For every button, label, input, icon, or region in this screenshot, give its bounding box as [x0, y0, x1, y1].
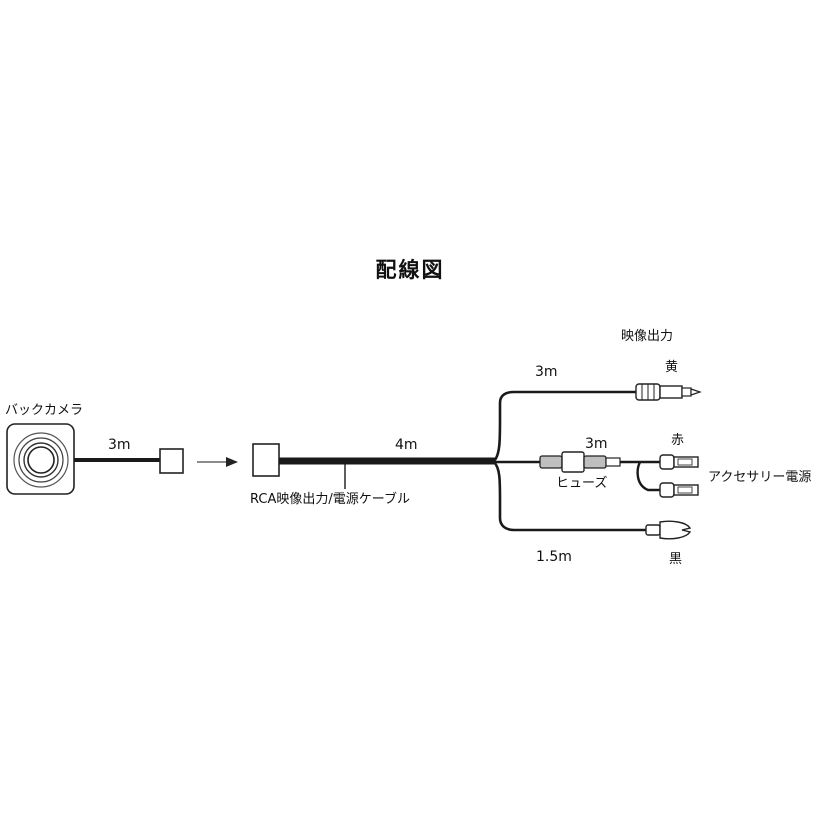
ground-branch-length: 1.5m	[536, 549, 572, 565]
power-loop-wire	[636, 461, 660, 492]
power-wire-color: 赤	[671, 433, 685, 448]
accessory-power-label: アクセサリー電源	[708, 470, 812, 485]
fuse-label: ヒューズ	[556, 476, 608, 491]
connect-arrow-icon	[197, 457, 238, 467]
diagram-title: 配線図	[375, 258, 445, 282]
ground-branch-wire	[492, 461, 646, 532]
accessory-terminal-icon	[659, 454, 699, 498]
camera-cable-length: 3m	[108, 437, 131, 453]
video-branch-length: 3m	[535, 364, 558, 380]
main-cable-length: 4m	[395, 437, 418, 453]
main-cable-label: RCA映像出力/電源ケーブル	[250, 492, 410, 507]
camera-connector	[159, 448, 184, 474]
video-wire-color: 黄	[665, 360, 679, 375]
main-connector	[252, 443, 280, 477]
rca-plug-icon	[635, 383, 702, 401]
camera-label: バックカメラ	[5, 403, 84, 418]
ground-wire-color: 黒	[669, 552, 683, 567]
video-branch-wire	[492, 390, 636, 462]
back-camera-icon	[6, 423, 75, 495]
power-branch-length: 3m	[585, 436, 608, 452]
video-output-label: 映像出力	[621, 329, 674, 344]
ground-fork-terminal-icon	[645, 520, 692, 540]
fuse-icon	[539, 451, 621, 473]
